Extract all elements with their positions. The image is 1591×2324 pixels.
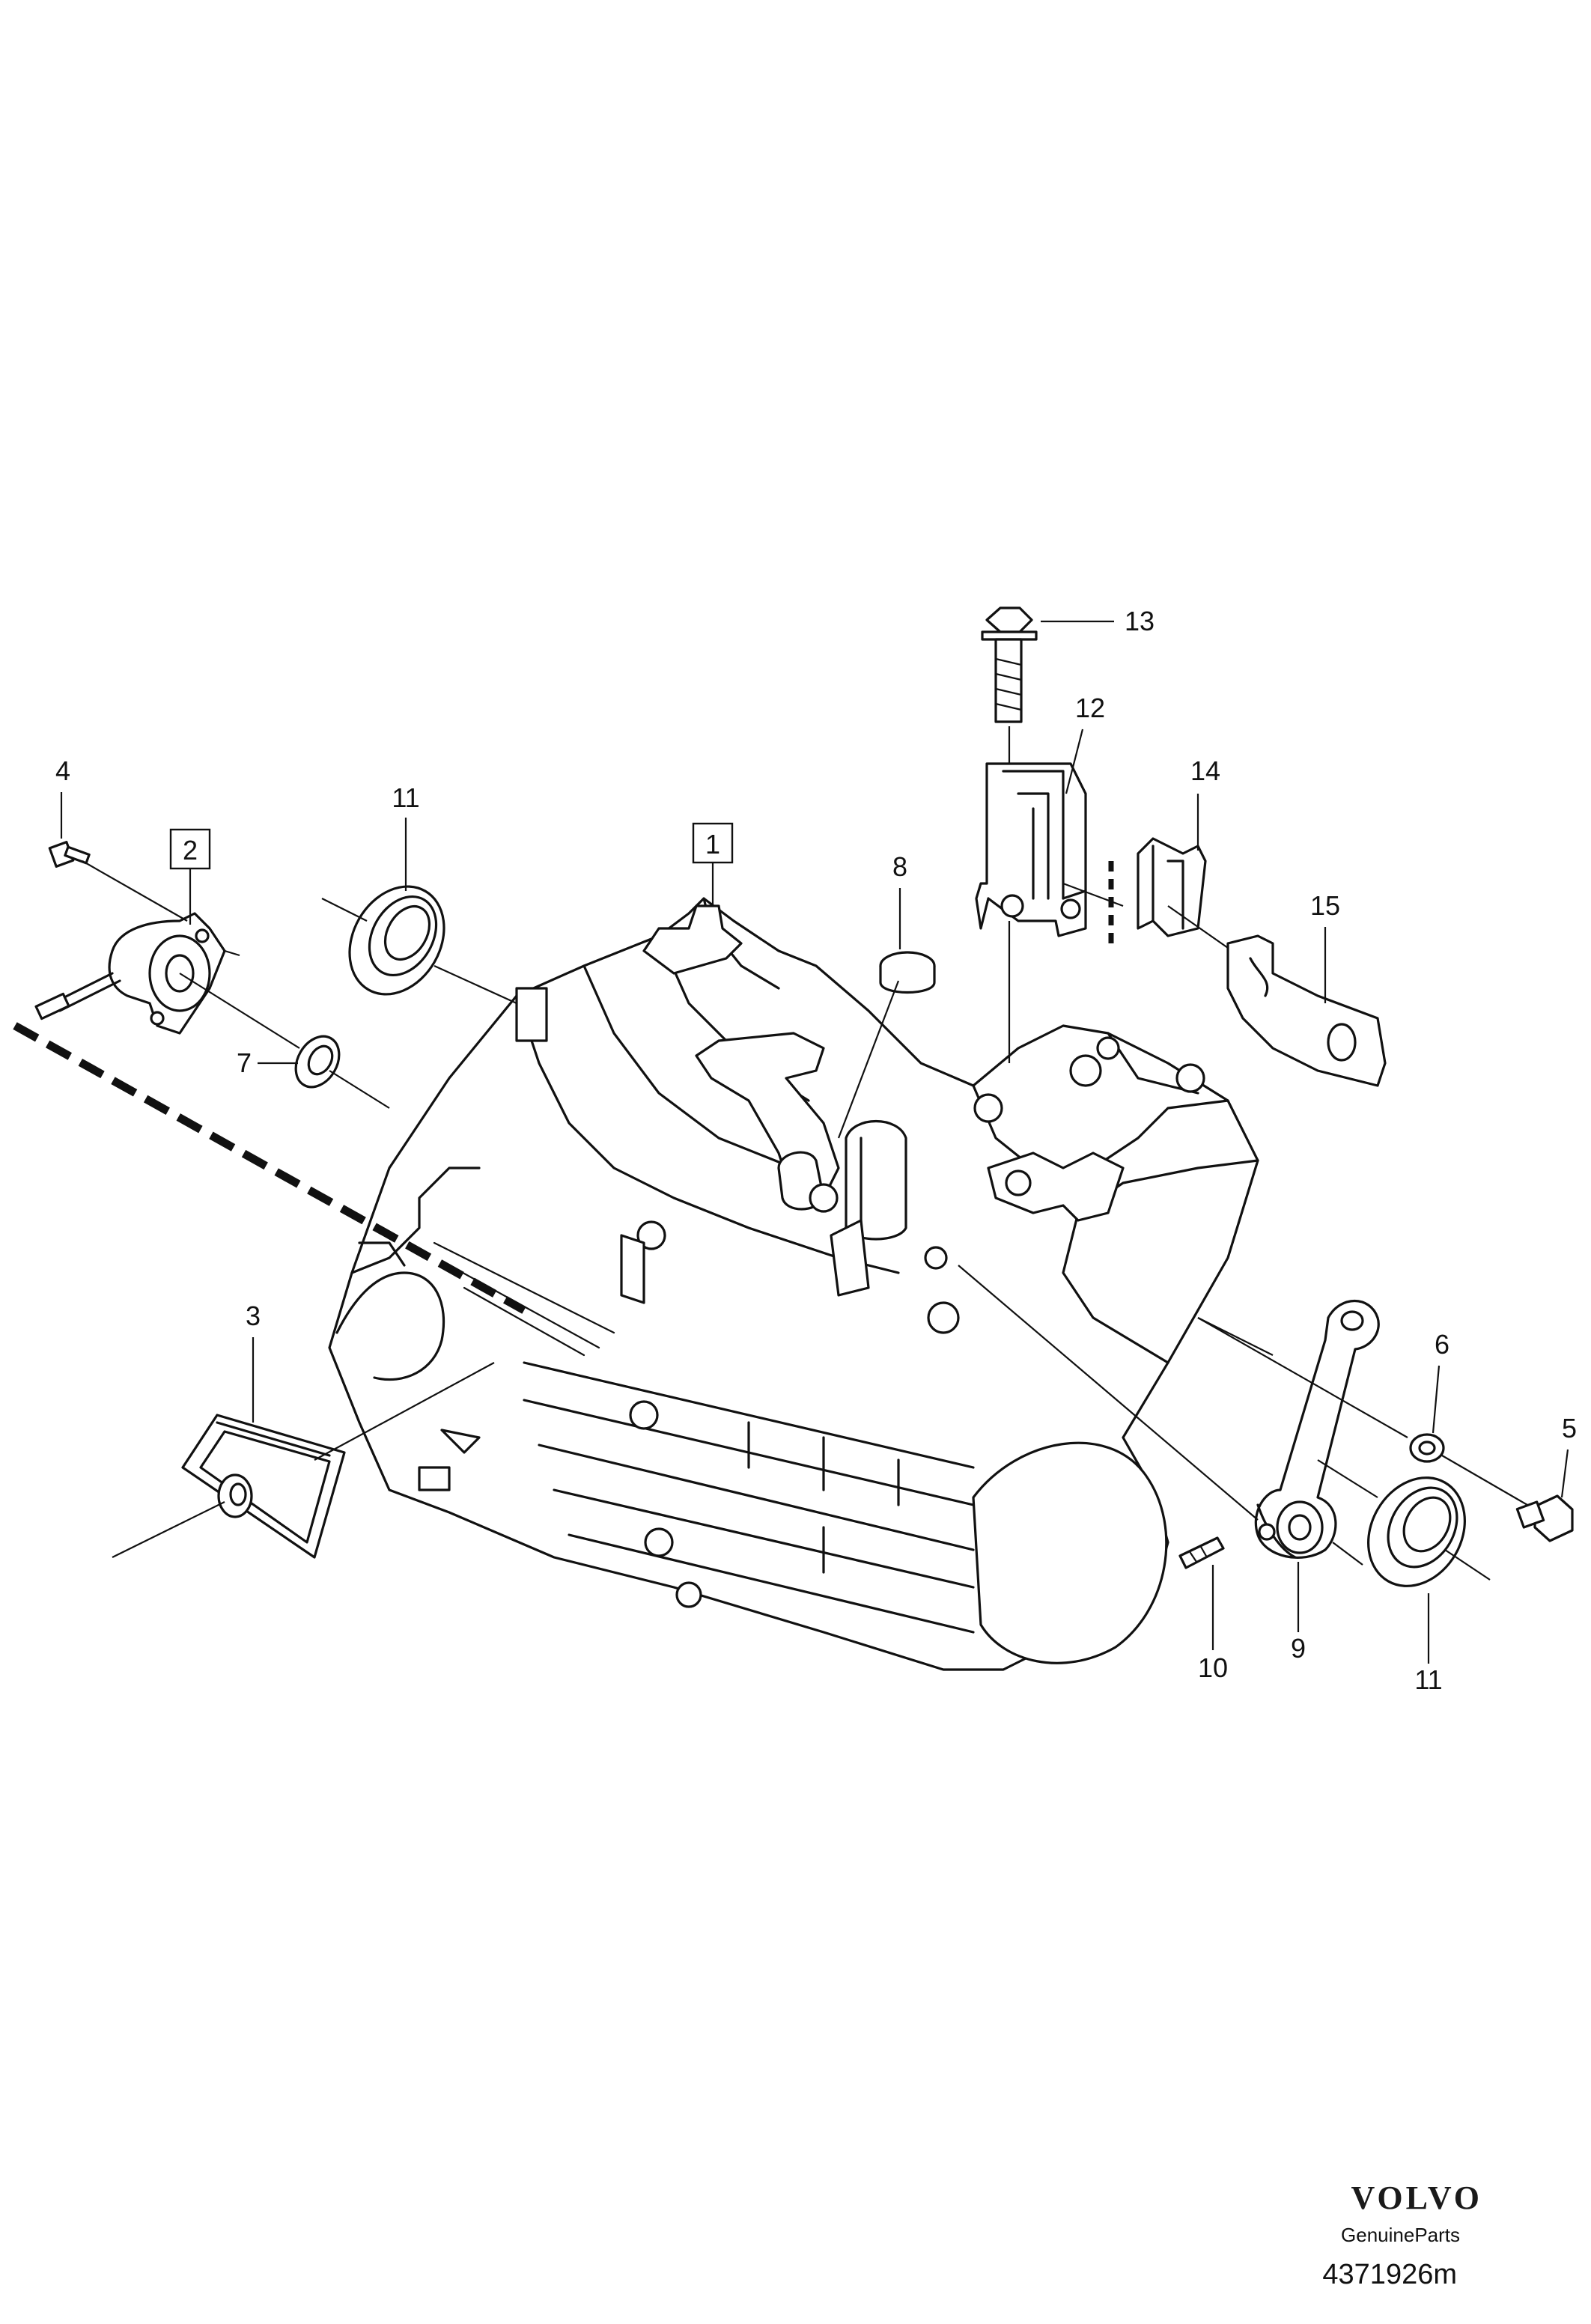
callout-5-leader (1560, 1449, 1569, 1498)
callout-15-label: 15 (1310, 890, 1340, 921)
clip-14 (1137, 837, 1244, 959)
seal-7 (179, 973, 390, 1109)
gearbox-housing (328, 897, 1259, 1671)
callout-1: 1 (692, 822, 734, 906)
plug-8 (837, 951, 936, 1139)
callout-7-label: 7 (237, 1047, 252, 1078)
washer-6 (1197, 1317, 1528, 1506)
diagram-reference-number: 4371926m (1322, 2259, 1457, 2290)
callout-9-label: 9 (1291, 1633, 1306, 1664)
bracket-15 (1226, 934, 1387, 1087)
bracket-12 (975, 762, 1124, 1063)
clutch-slave-cylinder (34, 912, 240, 1035)
pin-10 (1178, 1536, 1225, 1569)
lever-9 (958, 1265, 1380, 1566)
oil-seal-11-left (321, 885, 517, 1005)
oil-seal-11-right (1317, 1459, 1491, 1587)
callout-10-label: 10 (1198, 1652, 1228, 1683)
callout-2: 2 (169, 828, 211, 925)
callout-8-label: 8 (892, 851, 907, 882)
hydraulic-line-path (13, 1022, 526, 1314)
callout-6-label: 6 (1435, 1329, 1449, 1360)
callout-12-label: 12 (1075, 693, 1105, 723)
callout-5-label: 5 (1562, 1413, 1577, 1444)
callout-11-top-label: 11 (392, 782, 419, 813)
cover-3 (112, 1362, 495, 1559)
genuine-parts-label: GenuineParts (1341, 2224, 1460, 2246)
callout-1-label: 1 (705, 829, 720, 860)
callout-4-label: 4 (55, 755, 70, 786)
callout-11-bottom-label: 11 (1414, 1664, 1442, 1695)
callout-13-label: 13 (1125, 606, 1155, 636)
callout-14-label: 14 (1190, 755, 1220, 786)
bolt-5 (1515, 1494, 1574, 1542)
callout-2-label: 2 (183, 835, 198, 866)
callout-12-leader (1065, 728, 1084, 794)
bolt-13 (981, 606, 1038, 883)
callout-6-leader (1432, 1365, 1441, 1434)
bolt-4 (48, 841, 188, 922)
callout-3-label: 3 (246, 1301, 261, 1331)
volvo-logo: VOLVO (1351, 2179, 1482, 2216)
